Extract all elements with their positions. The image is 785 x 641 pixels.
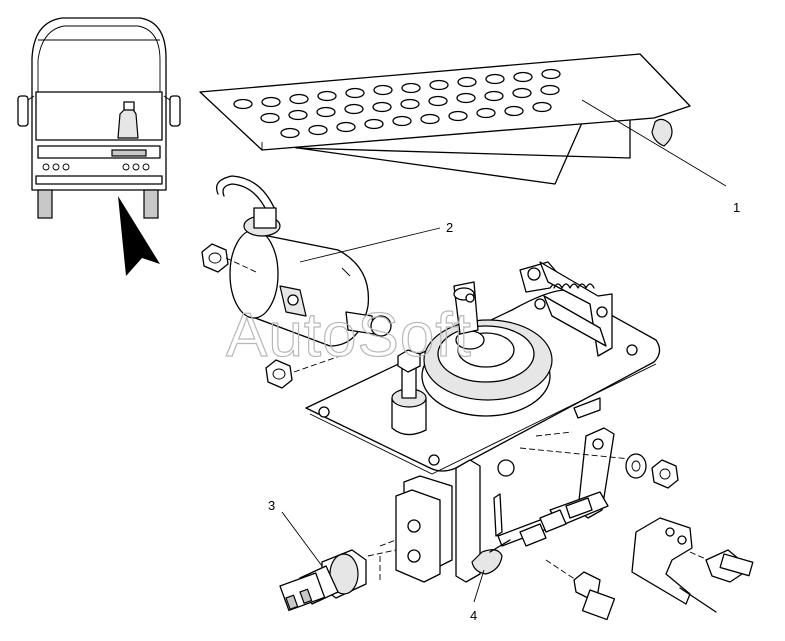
callout-2-leader [299,227,441,263]
grille-badge [111,149,147,157]
callout-3: 3 [268,498,275,513]
return-spring-bracket [527,261,613,357]
cable-clamp [631,517,717,613]
bus-front-view [17,17,181,219]
stop-screw [391,349,427,436]
kickdown-switch [279,549,397,612]
watermark: AutoSoft [226,301,472,370]
callout-4: 4 [470,608,477,623]
pedal-sensor-assembly [201,175,392,389]
accelerator-pedal-plate [199,53,691,185]
plate-hole [233,98,253,110]
lower-bracket [379,459,515,583]
callout-1-leader [581,99,727,187]
view-direction-arrow [118,196,160,276]
washer-and-nut [625,453,679,489]
clamp-bolt [689,549,754,583]
callout-4-leader [473,569,485,603]
callout-3-leader [281,511,323,567]
callout-1: 1 [733,200,740,215]
adjusting-rod [471,497,593,575]
bracket-bolt [545,559,616,621]
callout-2: 2 [446,220,453,235]
